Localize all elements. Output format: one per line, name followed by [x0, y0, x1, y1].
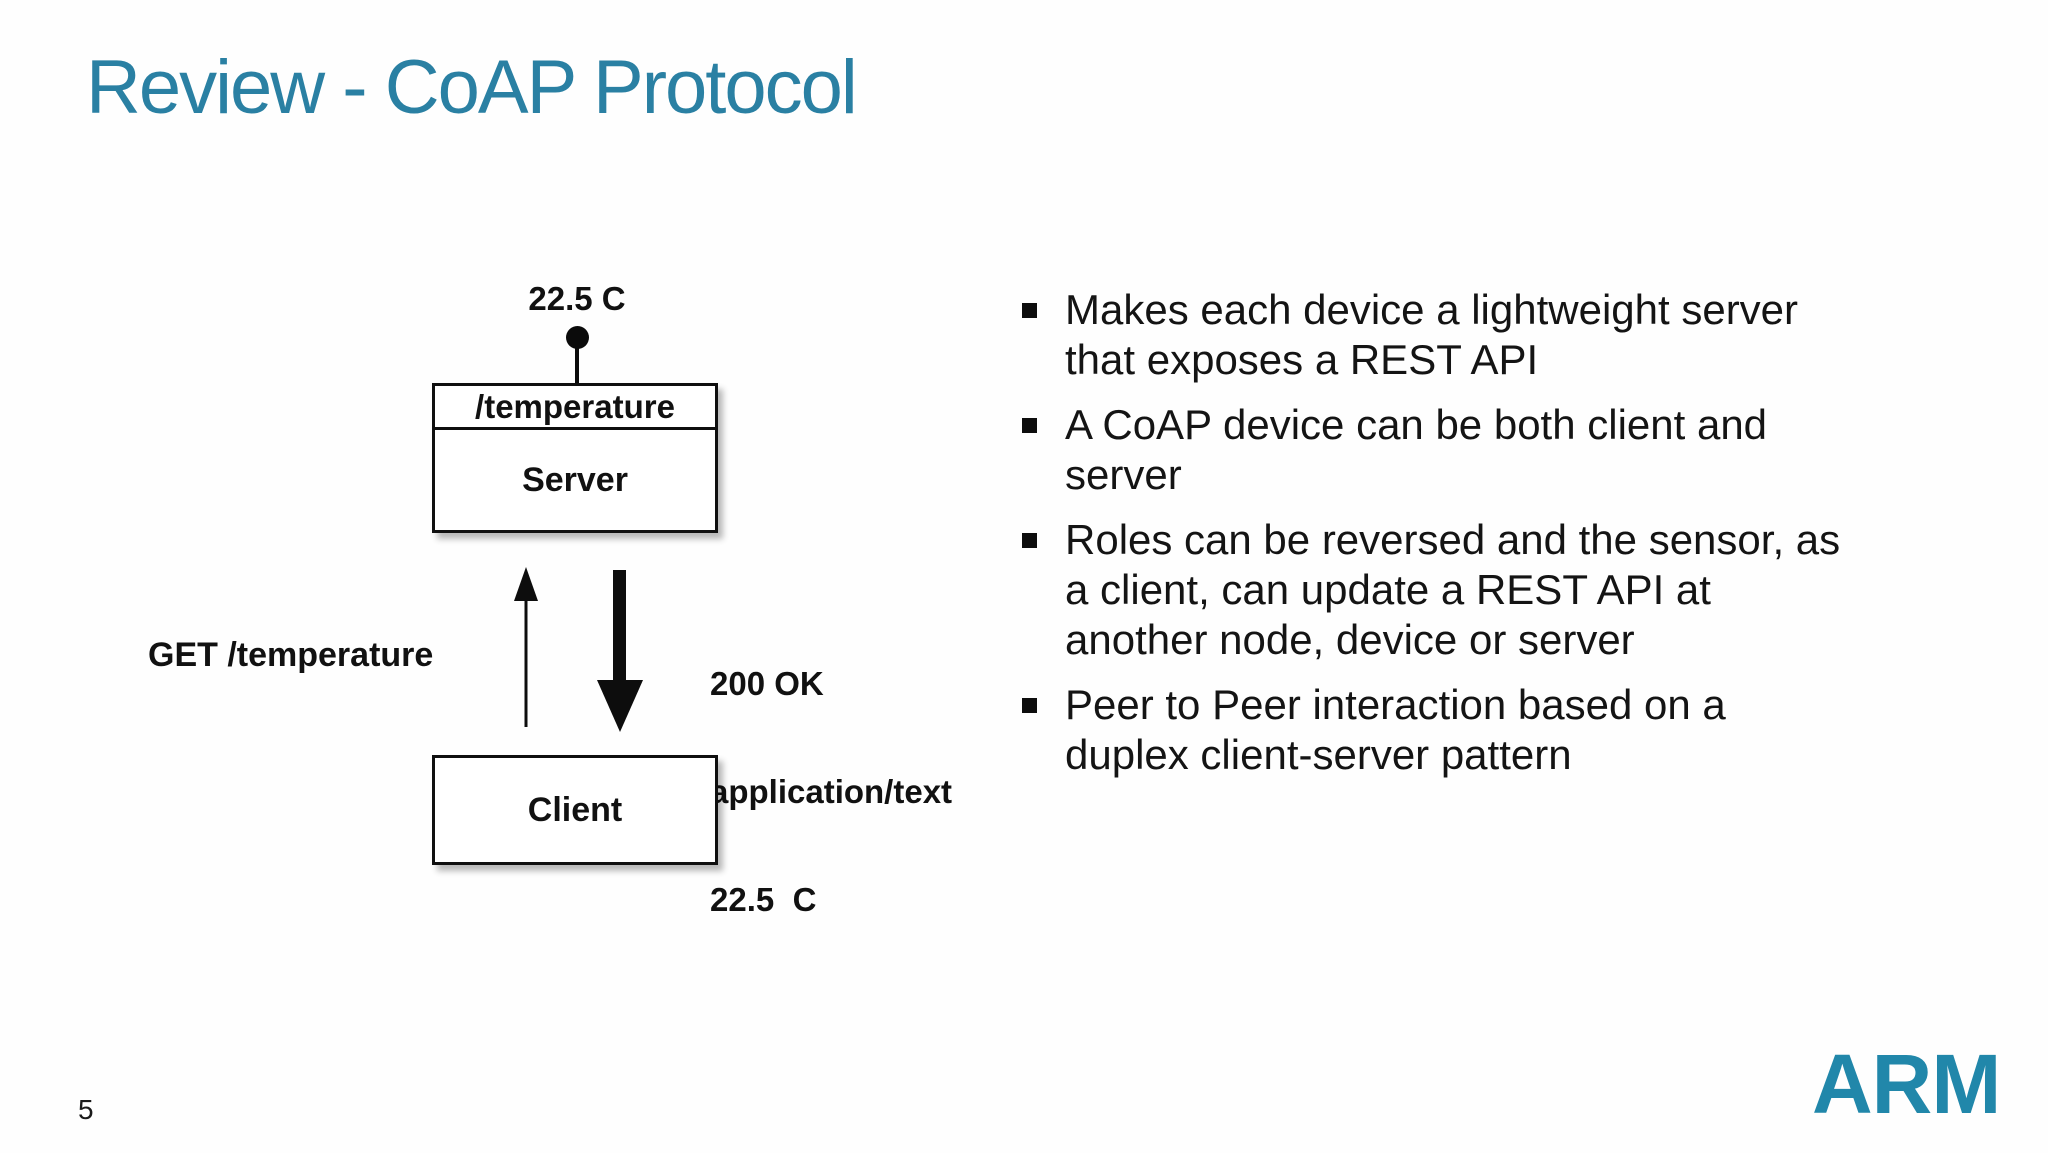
sensor-reading-label: 22.5 C: [528, 280, 626, 317]
bullet-text: Peer to Peer interaction based on a dupl…: [1065, 680, 1726, 780]
bullet-line: that exposes a REST API: [1065, 336, 1539, 383]
square-bullet-icon: [1022, 698, 1037, 713]
bullet-line: Roles can be reversed and the sensor, as: [1065, 516, 1841, 563]
response-arrow-down-icon: [597, 570, 643, 732]
square-bullet-icon: [1022, 303, 1037, 318]
list-item: Makes each device a lightweight server t…: [1022, 285, 1922, 385]
server-resource-label: /temperature: [435, 386, 715, 430]
bullet-line: another node, device or server: [1065, 616, 1635, 663]
client-box: Client: [432, 755, 718, 865]
list-item: Peer to Peer interaction based on a dupl…: [1022, 680, 1922, 780]
bullet-line: duplex client-server pattern: [1065, 731, 1572, 778]
page-title: Review - CoAP Protocol: [86, 45, 858, 130]
response-label: 200 OK application/text 22.5 C: [710, 594, 952, 990]
client-label: Client: [527, 790, 623, 829]
bullet-text: Roles can be reversed and the sensor, as…: [1065, 515, 1840, 665]
request-label: GET /temperature: [148, 636, 434, 674]
bullet-list: Makes each device a lightweight server t…: [1022, 285, 1922, 795]
bullet-line: a client, can update a REST API at: [1065, 566, 1711, 613]
request-arrow-up-icon: [514, 567, 538, 727]
square-bullet-icon: [1022, 418, 1037, 433]
bullet-line: Makes each device a lightweight server: [1065, 286, 1799, 333]
sensor-stem-line: [575, 346, 579, 386]
bullet-line: server: [1065, 451, 1182, 498]
square-bullet-icon: [1022, 533, 1037, 548]
bullet-line: A CoAP device can be both client and: [1065, 401, 1768, 448]
server-label: Server: [522, 460, 628, 499]
list-item: Roles can be reversed and the sensor, as…: [1022, 515, 1922, 665]
page-number: 5: [78, 1094, 94, 1125]
response-payload-line: 22.5 C: [710, 881, 817, 918]
sensor-dot-icon: [566, 326, 589, 349]
bullet-line: Peer to Peer interaction based on a: [1065, 681, 1726, 728]
bullet-text: Makes each device a lightweight server t…: [1065, 285, 1798, 385]
response-content-type-line: application/text: [710, 773, 953, 810]
arm-logo: ARM: [1812, 1037, 2001, 1131]
response-status-line: 200 OK: [710, 665, 824, 702]
server-box: /temperature Server: [432, 383, 718, 533]
bullet-text: A CoAP device can be both client and ser…: [1065, 400, 1767, 500]
list-item: A CoAP device can be both client and ser…: [1022, 400, 1922, 500]
